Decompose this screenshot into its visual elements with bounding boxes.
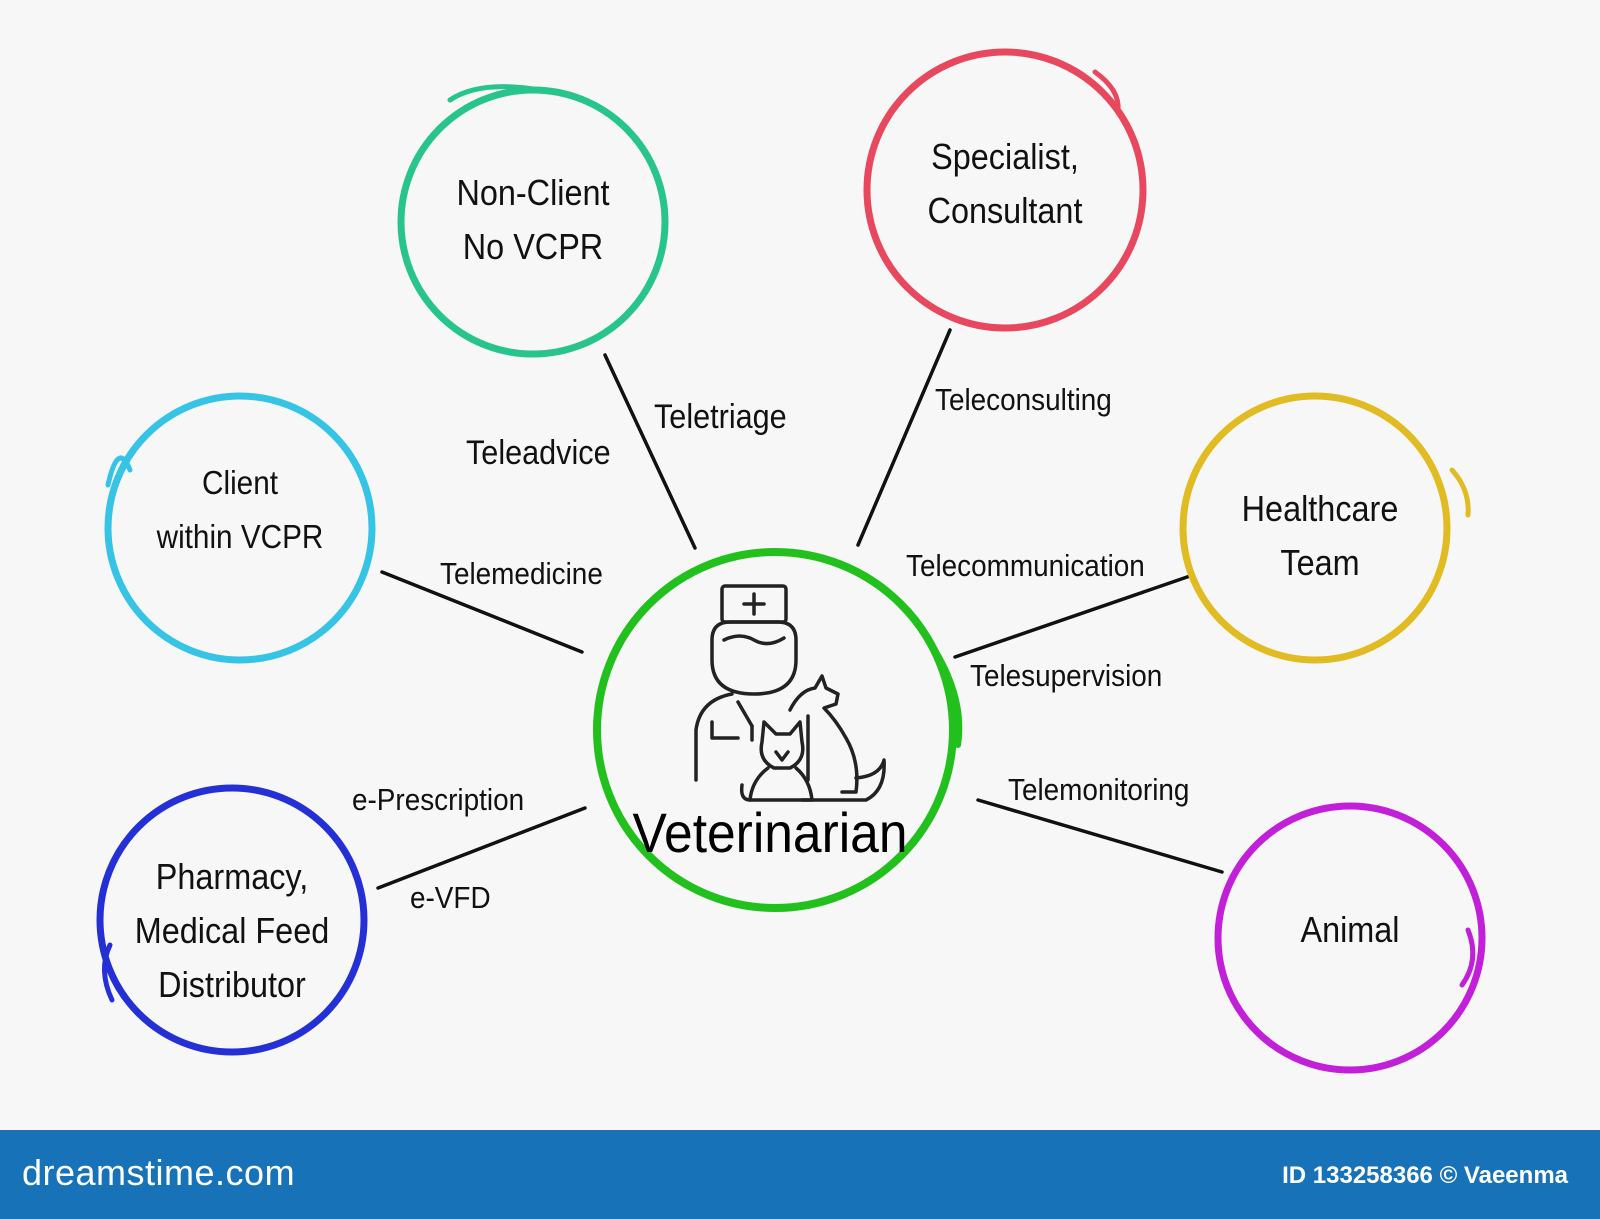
footer-bar: dreamstime.com ID 133258366 © Vaeenma [0, 1130, 1600, 1219]
node-pharmacy-line-2: Medical Feed [134, 910, 330, 951]
circle-veterinarian [593, 548, 957, 912]
diagram: Non-Client No VCPR Specialist, Consultan… [96, 48, 1486, 1074]
circle-healthcare-tail [1449, 467, 1471, 518]
line-to-client [380, 570, 584, 654]
circle-pharmacy [96, 784, 368, 1056]
circle-client [104, 392, 376, 664]
edge-label-teleconsulting: Teleconsulting [935, 382, 1112, 417]
line-to-pharmacy [376, 806, 587, 890]
node-specialist: Specialist, Consultant [906, 130, 1104, 238]
line-to-healthcare [953, 574, 1192, 659]
node-client: Client within VCPR [141, 456, 339, 564]
edge-label-e-prescription: e-Prescription [352, 782, 525, 817]
circle-animal-tail [1459, 927, 1476, 988]
node-healthcare-line-1: Healthcare [1241, 488, 1399, 529]
circle-non-client-tail [447, 84, 543, 103]
line-to-specialist [856, 328, 952, 547]
circle-specialist [863, 48, 1147, 332]
node-specialist-line-2: Consultant [927, 190, 1083, 231]
edge-label-e-vfd: e-VFD [410, 880, 491, 915]
node-animal: Animal [1260, 903, 1440, 957]
node-pharmacy-line-1: Pharmacy, [155, 856, 309, 897]
node-specialist-line-1: Specialist, [931, 136, 1079, 177]
edge-label-teleadvice: Teleadvice [466, 434, 611, 472]
footer-credit: ID 133258366 © Vaeenma [1282, 1162, 1568, 1189]
circle-client-tail [105, 455, 133, 488]
circle-specialist-tail [1092, 69, 1121, 113]
node-pharmacy-line-3: Distributor [158, 964, 306, 1005]
circle-veterinarian-tail [932, 647, 963, 748]
connector-lines [376, 328, 1224, 890]
node-non-client-line-1: Non-Client [456, 172, 610, 213]
node-client-line-2: within VCPR [156, 518, 324, 555]
circle-animal [1214, 802, 1486, 1074]
node-non-client: Non-Client No VCPR [443, 166, 623, 274]
veterinarian-icon [694, 584, 886, 802]
edge-label-telecommunication: Telecommunication [906, 548, 1145, 583]
line-to-animal [976, 798, 1224, 874]
node-client-line-1: Client [202, 464, 278, 501]
edge-label-teletriage: Teletriage [654, 398, 787, 436]
line-to-non-client [603, 353, 697, 550]
node-pharmacy: Pharmacy, Medical Feed Distributor [124, 850, 340, 1012]
center-label: Veterinarian [632, 801, 908, 864]
edge-label-telemedicine: Telemedicine [440, 556, 603, 591]
circle-healthcare [1179, 392, 1451, 664]
node-animal-line-1: Animal [1300, 909, 1400, 950]
node-healthcare-line-2: Team [1280, 542, 1360, 583]
footer-brand: dreamstime.com [22, 1152, 296, 1193]
node-non-client-line-2: No VCPR [462, 226, 604, 267]
diagram-canvas [96, 48, 1486, 1074]
node-healthcare: Healthcare Team [1221, 482, 1419, 590]
edge-label-telemonitoring: Telemonitoring [1008, 772, 1190, 807]
circle-pharmacy-tail [102, 942, 115, 1003]
edge-label-telesupervision: Telesupervision [970, 658, 1163, 693]
